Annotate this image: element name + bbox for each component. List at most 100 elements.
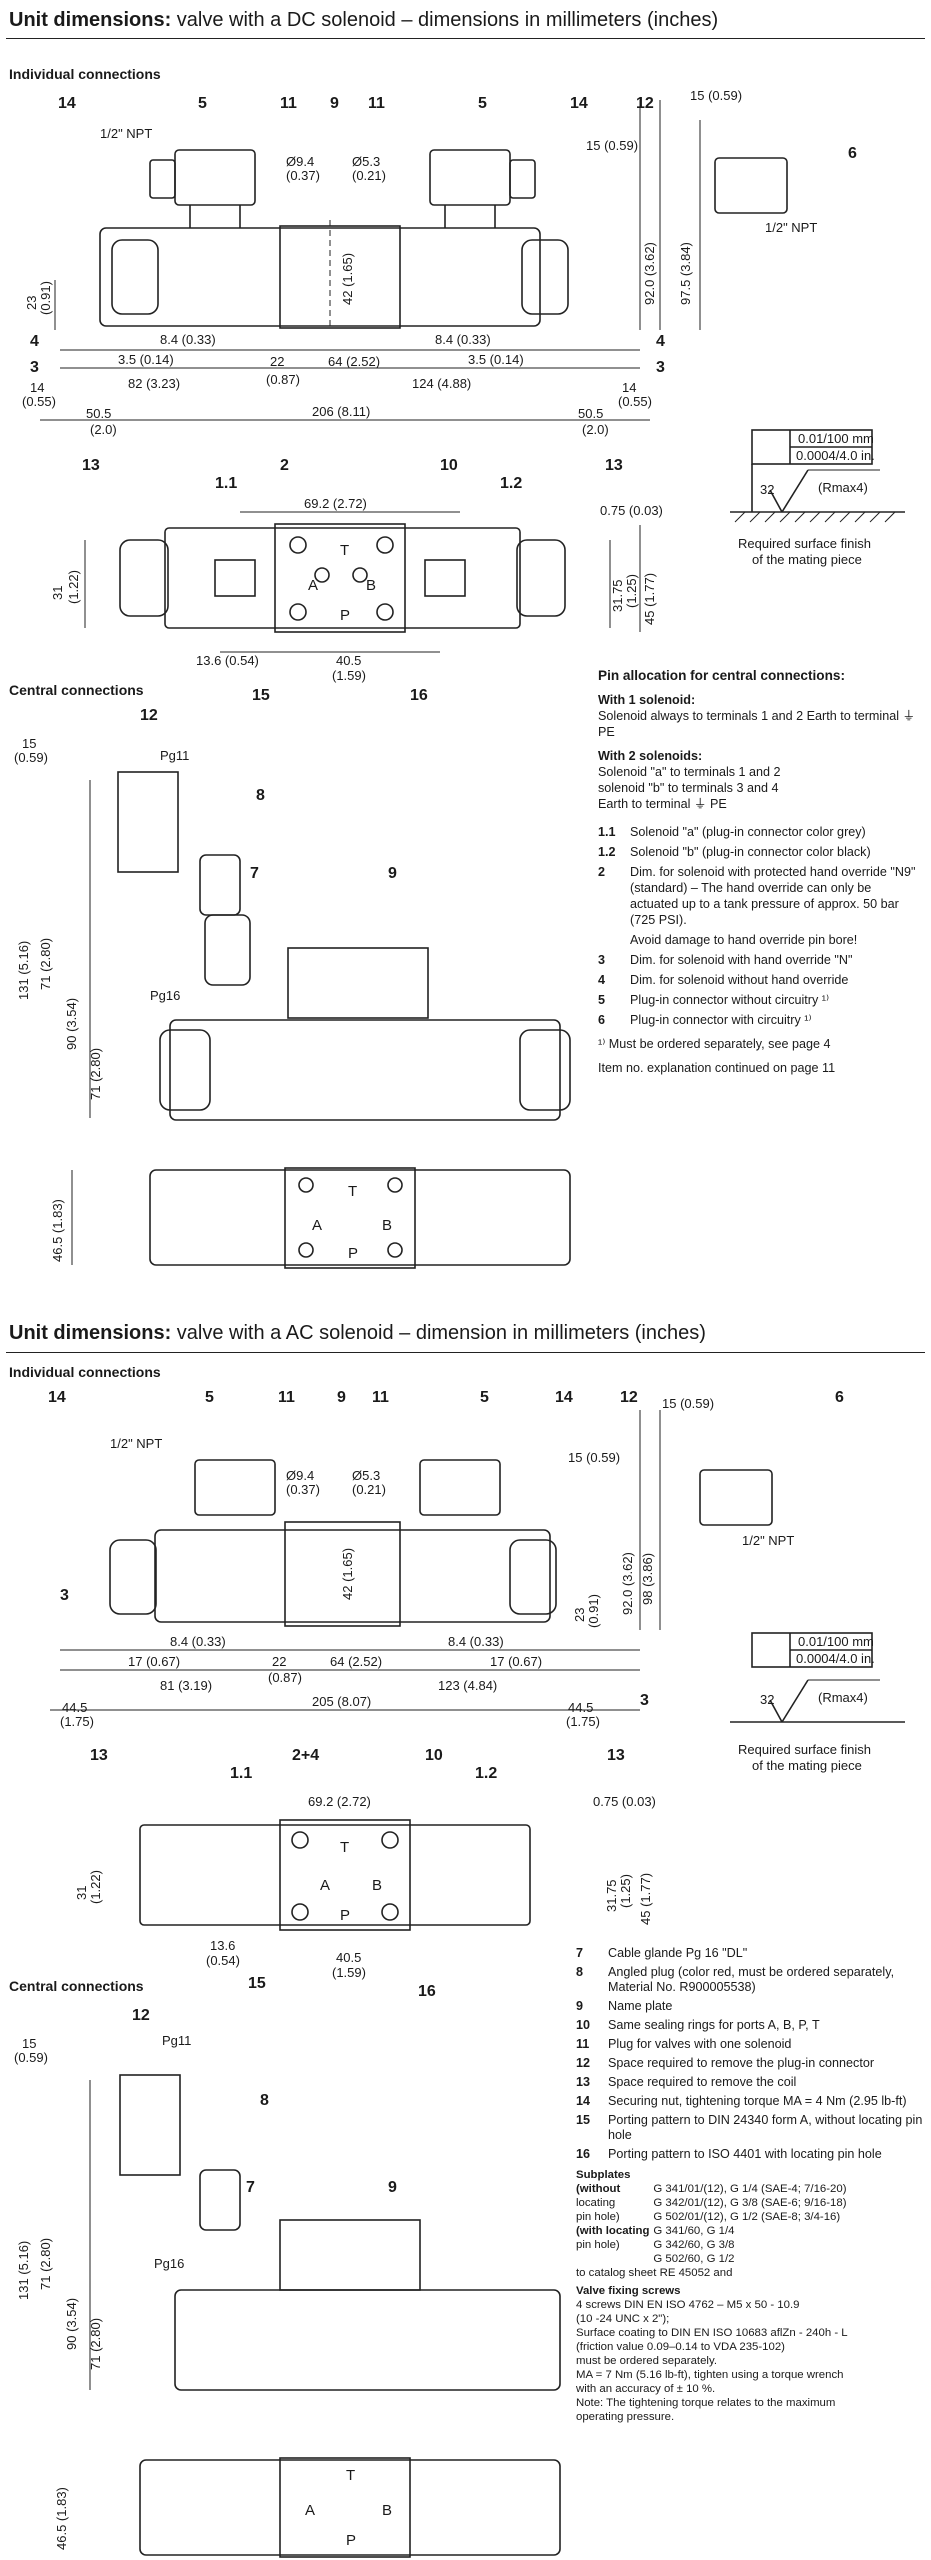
ac-subplates-head: Subplates [576, 2169, 631, 2181]
dc-pin-two-l1: Solenoid "a" to terminals 1 and 2 [598, 765, 781, 779]
ac-dim-075: 0.75 (0.03) [593, 1794, 656, 1809]
ac-port-b: B [372, 1877, 382, 1894]
dc-label-11b: 11 [368, 95, 385, 112]
dc-label-4a: 4 [30, 333, 39, 350]
dc-dim-505ai: (2.0) [90, 422, 117, 437]
ac-c-dim-90: 90 (3.54) [64, 2298, 79, 2350]
dc-port-t: T [340, 542, 349, 559]
dc-dim-692: 69.2 (2.72) [304, 496, 367, 511]
ac-c-dim-71b: 71 (2.80) [88, 2318, 103, 2370]
dc-side-connector [714, 157, 788, 214]
dc-npt-2: 1/2" NPT [765, 220, 817, 235]
dc-dim-14a: 14 [30, 380, 44, 395]
ac-c-port-t: T [346, 2467, 355, 2484]
ac-title-rest: valve with a AC solenoid – dimension in … [171, 1322, 706, 1344]
ac-body [154, 1529, 551, 1623]
ac-dim-84b: 8.4 (0.33) [448, 1634, 504, 1649]
dc-title-rest: valve with a DC solenoid – dimensions in… [171, 9, 719, 31]
ac-c-label-9: 9 [388, 2179, 397, 2196]
ac-central-heading: Central connections [9, 1978, 144, 1994]
dc-dim-14ai: (0.55) [22, 394, 56, 409]
ac-label-5a: 5 [205, 1389, 214, 1406]
dc-dim-23: 23 [24, 296, 39, 310]
dc-label-13a: 13 [82, 457, 100, 474]
ac-c-body [174, 2289, 561, 2391]
ac-label-12: 12 [620, 1389, 638, 1406]
dc-dim-505a: 50.5 [86, 406, 111, 421]
ac-dim-15a: 15 (0.59) [662, 1396, 714, 1411]
dc-label-4b: 4 [656, 333, 665, 350]
ac-dim-405i: (1.59) [332, 1965, 366, 1980]
dc-dim-84b: 8.4 (0.33) [435, 332, 491, 347]
dc-right-connector [429, 149, 511, 206]
dc-dim-14b: 14 [622, 380, 636, 395]
dc-dim-505b: 50.5 [578, 406, 603, 421]
ac-label-24: 2+4 [292, 1747, 319, 1764]
ac-screws-head: Valve fixing screws [576, 2285, 681, 2297]
ac-section-title: Unit dimensions: valve with a AC solenoi… [9, 1322, 706, 1345]
ac-dim-31: 31 [74, 1886, 89, 1900]
dc-central-heading: Central connections [9, 682, 144, 698]
dc-drawing: 14 5 11 9 11 5 14 12 6 1/2" NPT 1/2" NPT… [22, 88, 905, 704]
dc-port-p: P [340, 607, 350, 624]
ac-subplates-tail: to catalog sheet RE 45052 and [576, 2267, 733, 2279]
dc-surface-rz: 32 [760, 482, 774, 497]
dc-surface-flat: 0.01/100 mm [798, 431, 874, 446]
dc-plan-center [274, 523, 406, 633]
dc-dim-15a: 15 (0.59) [690, 88, 742, 103]
ac-label-9: 9 [337, 1389, 346, 1406]
ac-label-6: 6 [835, 1389, 844, 1406]
dc-left-gland [149, 159, 176, 199]
ac-dim-445bi: (1.75) [566, 1714, 600, 1729]
dc-label-11a: 11 [280, 95, 297, 112]
ac-label-3a: 3 [60, 1587, 69, 1604]
dc-dim-35a: 3.5 (0.14) [118, 352, 174, 367]
dc-body-outline [99, 227, 541, 327]
dc-dim-075: 0.75 (0.03) [600, 503, 663, 518]
dc-center-block [279, 225, 401, 329]
dc-dim-92: 92.0 (3.62) [642, 242, 657, 305]
dc-surface-cap2: of the mating piece [752, 552, 862, 567]
ac-c-label-8: 8 [260, 2092, 269, 2109]
ac-c-port-p: P [346, 2532, 356, 2549]
dc-section-title: Unit dimensions: valve with a DC solenoi… [9, 9, 718, 32]
dc-label-16: 16 [410, 687, 428, 704]
dc-legend: Pin allocation for central connections: … [598, 668, 923, 1076]
ac-dim-45: 45 (1.77) [638, 1873, 653, 1925]
dc-dim-22: 22 [270, 354, 284, 369]
dc-plan-right-nut [516, 539, 566, 617]
ac-dim-123: 123 (4.84) [438, 1678, 497, 1693]
dc-label-14b: 14 [570, 95, 588, 112]
ac-label-16: 16 [418, 1983, 436, 2000]
ac-label-3b: 3 [640, 1692, 649, 1709]
ac-port-p: P [340, 1907, 350, 1924]
ac-dim-22: 22 [272, 1654, 286, 1669]
ac-dim-17a: 17 (0.67) [128, 1654, 180, 1669]
ac-label-14a: 14 [48, 1389, 66, 1406]
ac-port-t: T [340, 1839, 349, 1856]
dc-label-9: 9 [330, 95, 339, 112]
ac-npt-1: 1/2" NPT [110, 1436, 162, 1451]
dc-dim-31i: (1.22) [66, 570, 81, 604]
ac-c-label-7: 7 [246, 2179, 255, 2196]
dc-note-2: Item no. explanation continued on page 1… [598, 1061, 836, 1075]
ac-left-connector [194, 1459, 276, 1516]
dc-dim-23i: (0.91) [38, 281, 53, 315]
ac-dim-3175i: (1.25) [618, 1874, 633, 1908]
ac-surface-rz: 32 [760, 1692, 774, 1707]
ac-screws-l6: MA = 7 Nm (5.16 lb-ft), tighten using a … [576, 2369, 844, 2381]
ac-dim-3175: 31.75 [604, 1879, 619, 1912]
dc-right-nut [521, 239, 569, 315]
ac-label-15: 15 [248, 1975, 266, 1992]
dc-legend-item: Avoid damage to hand override pin bore! [630, 933, 858, 947]
ac-c-pg16: Pg16 [154, 2256, 184, 2271]
